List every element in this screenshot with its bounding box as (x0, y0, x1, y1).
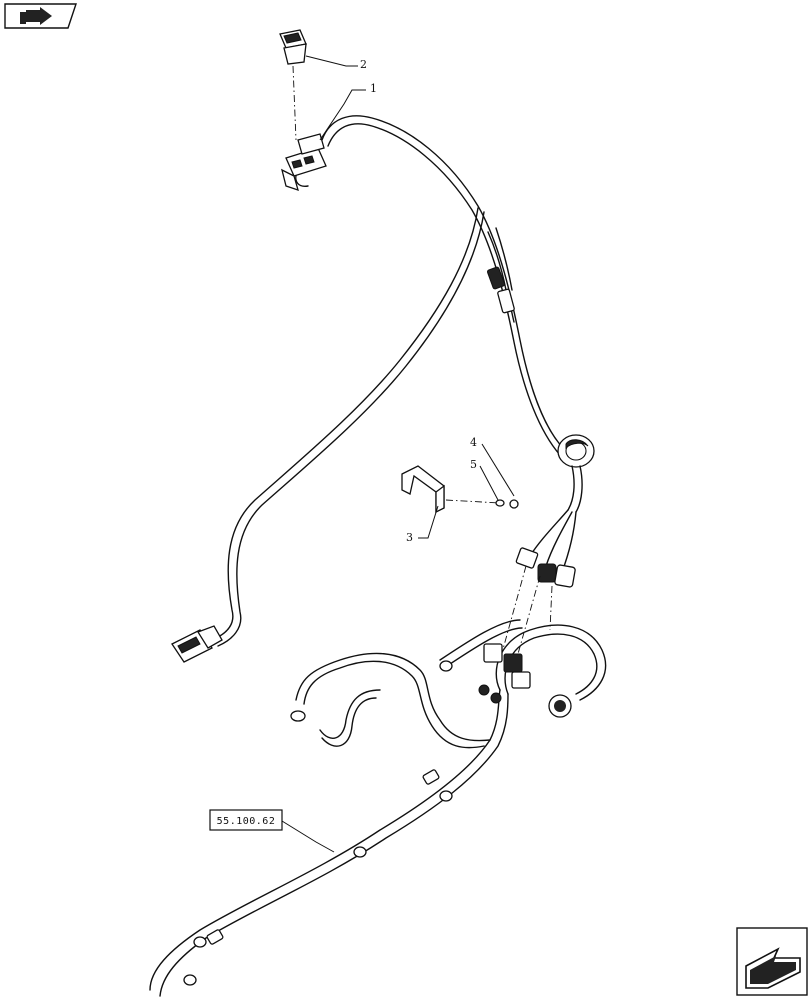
mounting-bracket (401, 465, 445, 514)
callout-3-leader (418, 505, 439, 539)
harness-end-connector (171, 625, 223, 663)
rocker-switch (279, 29, 307, 65)
callout-1: 1 (370, 82, 377, 95)
upper-wiring-harness (171, 115, 595, 663)
reference-label[interactable]: 55.100.62 (217, 816, 276, 827)
reference-box[interactable] (209, 809, 283, 831)
callout-5: 5 (470, 458, 477, 471)
bracket-dashline (445, 499, 501, 504)
callout-4-leader (481, 443, 515, 497)
callout-3: 3 (406, 531, 413, 544)
harness-top-plug (281, 133, 327, 192)
reference-leader (281, 820, 335, 853)
bolt (509, 499, 519, 509)
round-connector (548, 694, 572, 718)
page-forward-arrow-icon[interactable] (736, 927, 808, 996)
callout-2: 2 (360, 58, 367, 71)
callout-1-leader (319, 89, 366, 141)
page-back-arrow-icon[interactable] (4, 3, 77, 29)
harness-grommet (557, 434, 595, 468)
nut (495, 499, 505, 507)
callout-5-leader (479, 465, 499, 501)
callout-4: 4 (470, 436, 477, 449)
callout-2-leader (305, 55, 358, 67)
switch-dashline (292, 65, 297, 141)
lower-wiring-harness (149, 619, 607, 997)
